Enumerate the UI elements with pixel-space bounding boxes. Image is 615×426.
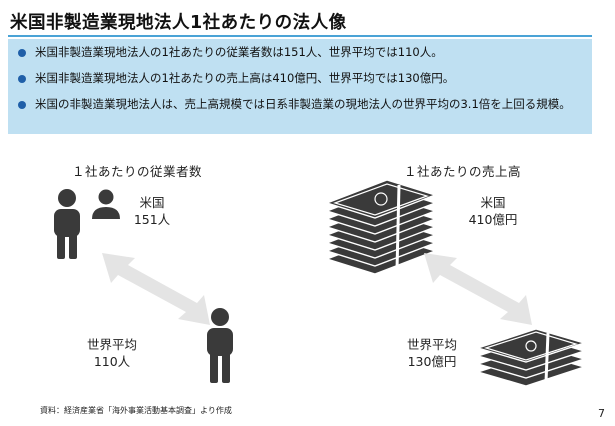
- title-divider: [8, 35, 592, 37]
- summary-bullet: 米国の非製造業現地法人は、売上高規模では日系非製造業の現地法人の世界平均の3.1…: [18, 97, 578, 113]
- sales-world-label: 世界平均 130億円: [406, 337, 457, 369]
- sales-us-label: 米国 410億円: [468, 195, 518, 227]
- summary-box: 米国非製造業現地法人の1社あたりの従業者数は151人、世界平均では110人。 米…: [8, 39, 592, 134]
- employees-world-label: 世界平均 110人: [86, 337, 137, 369]
- bullet-dot-icon: [18, 101, 26, 109]
- people-icon: [54, 189, 120, 259]
- bullet-dot-icon: [18, 49, 26, 57]
- summary-text: 米国非製造業現地法人の1社あたりの従業者数は151人、世界平均では110人。: [35, 45, 443, 59]
- double-arrow-icon: [424, 253, 532, 325]
- bullet-dot-icon: [18, 75, 26, 83]
- summary-text: 米国の非製造業現地法人は、売上高規模では日系非製造業の現地法人の世界平均の3.1…: [35, 97, 571, 111]
- double-arrow-icon: [102, 253, 210, 325]
- page-number: 7: [598, 407, 605, 420]
- employees-heading: １社あたりの従業者数: [72, 164, 203, 179]
- summary-bullet: 米国非製造業現地法人の1社あたりの売上高は410億円、世界平均では130億円。: [18, 71, 578, 87]
- money-stack-large-icon: [324, 179, 438, 275]
- person-icon: [207, 308, 233, 383]
- sales-heading: １社あたりの売上高: [404, 164, 522, 179]
- summary-bullet: 米国非製造業現地法人の1社あたりの従業者数は151人、世界平均では110人。: [18, 45, 578, 61]
- source-note: 資料：経済産業省「海外事業活動基本調査」より作成: [40, 406, 232, 415]
- employees-us-label: 米国 151人: [133, 195, 171, 227]
- money-stack-small-icon: [475, 328, 587, 387]
- page-title: 米国非製造業現地法人1社あたりの法人像: [10, 13, 347, 33]
- summary-text: 米国非製造業現地法人の1社あたりの売上高は410億円、世界平均では130億円。: [35, 71, 455, 85]
